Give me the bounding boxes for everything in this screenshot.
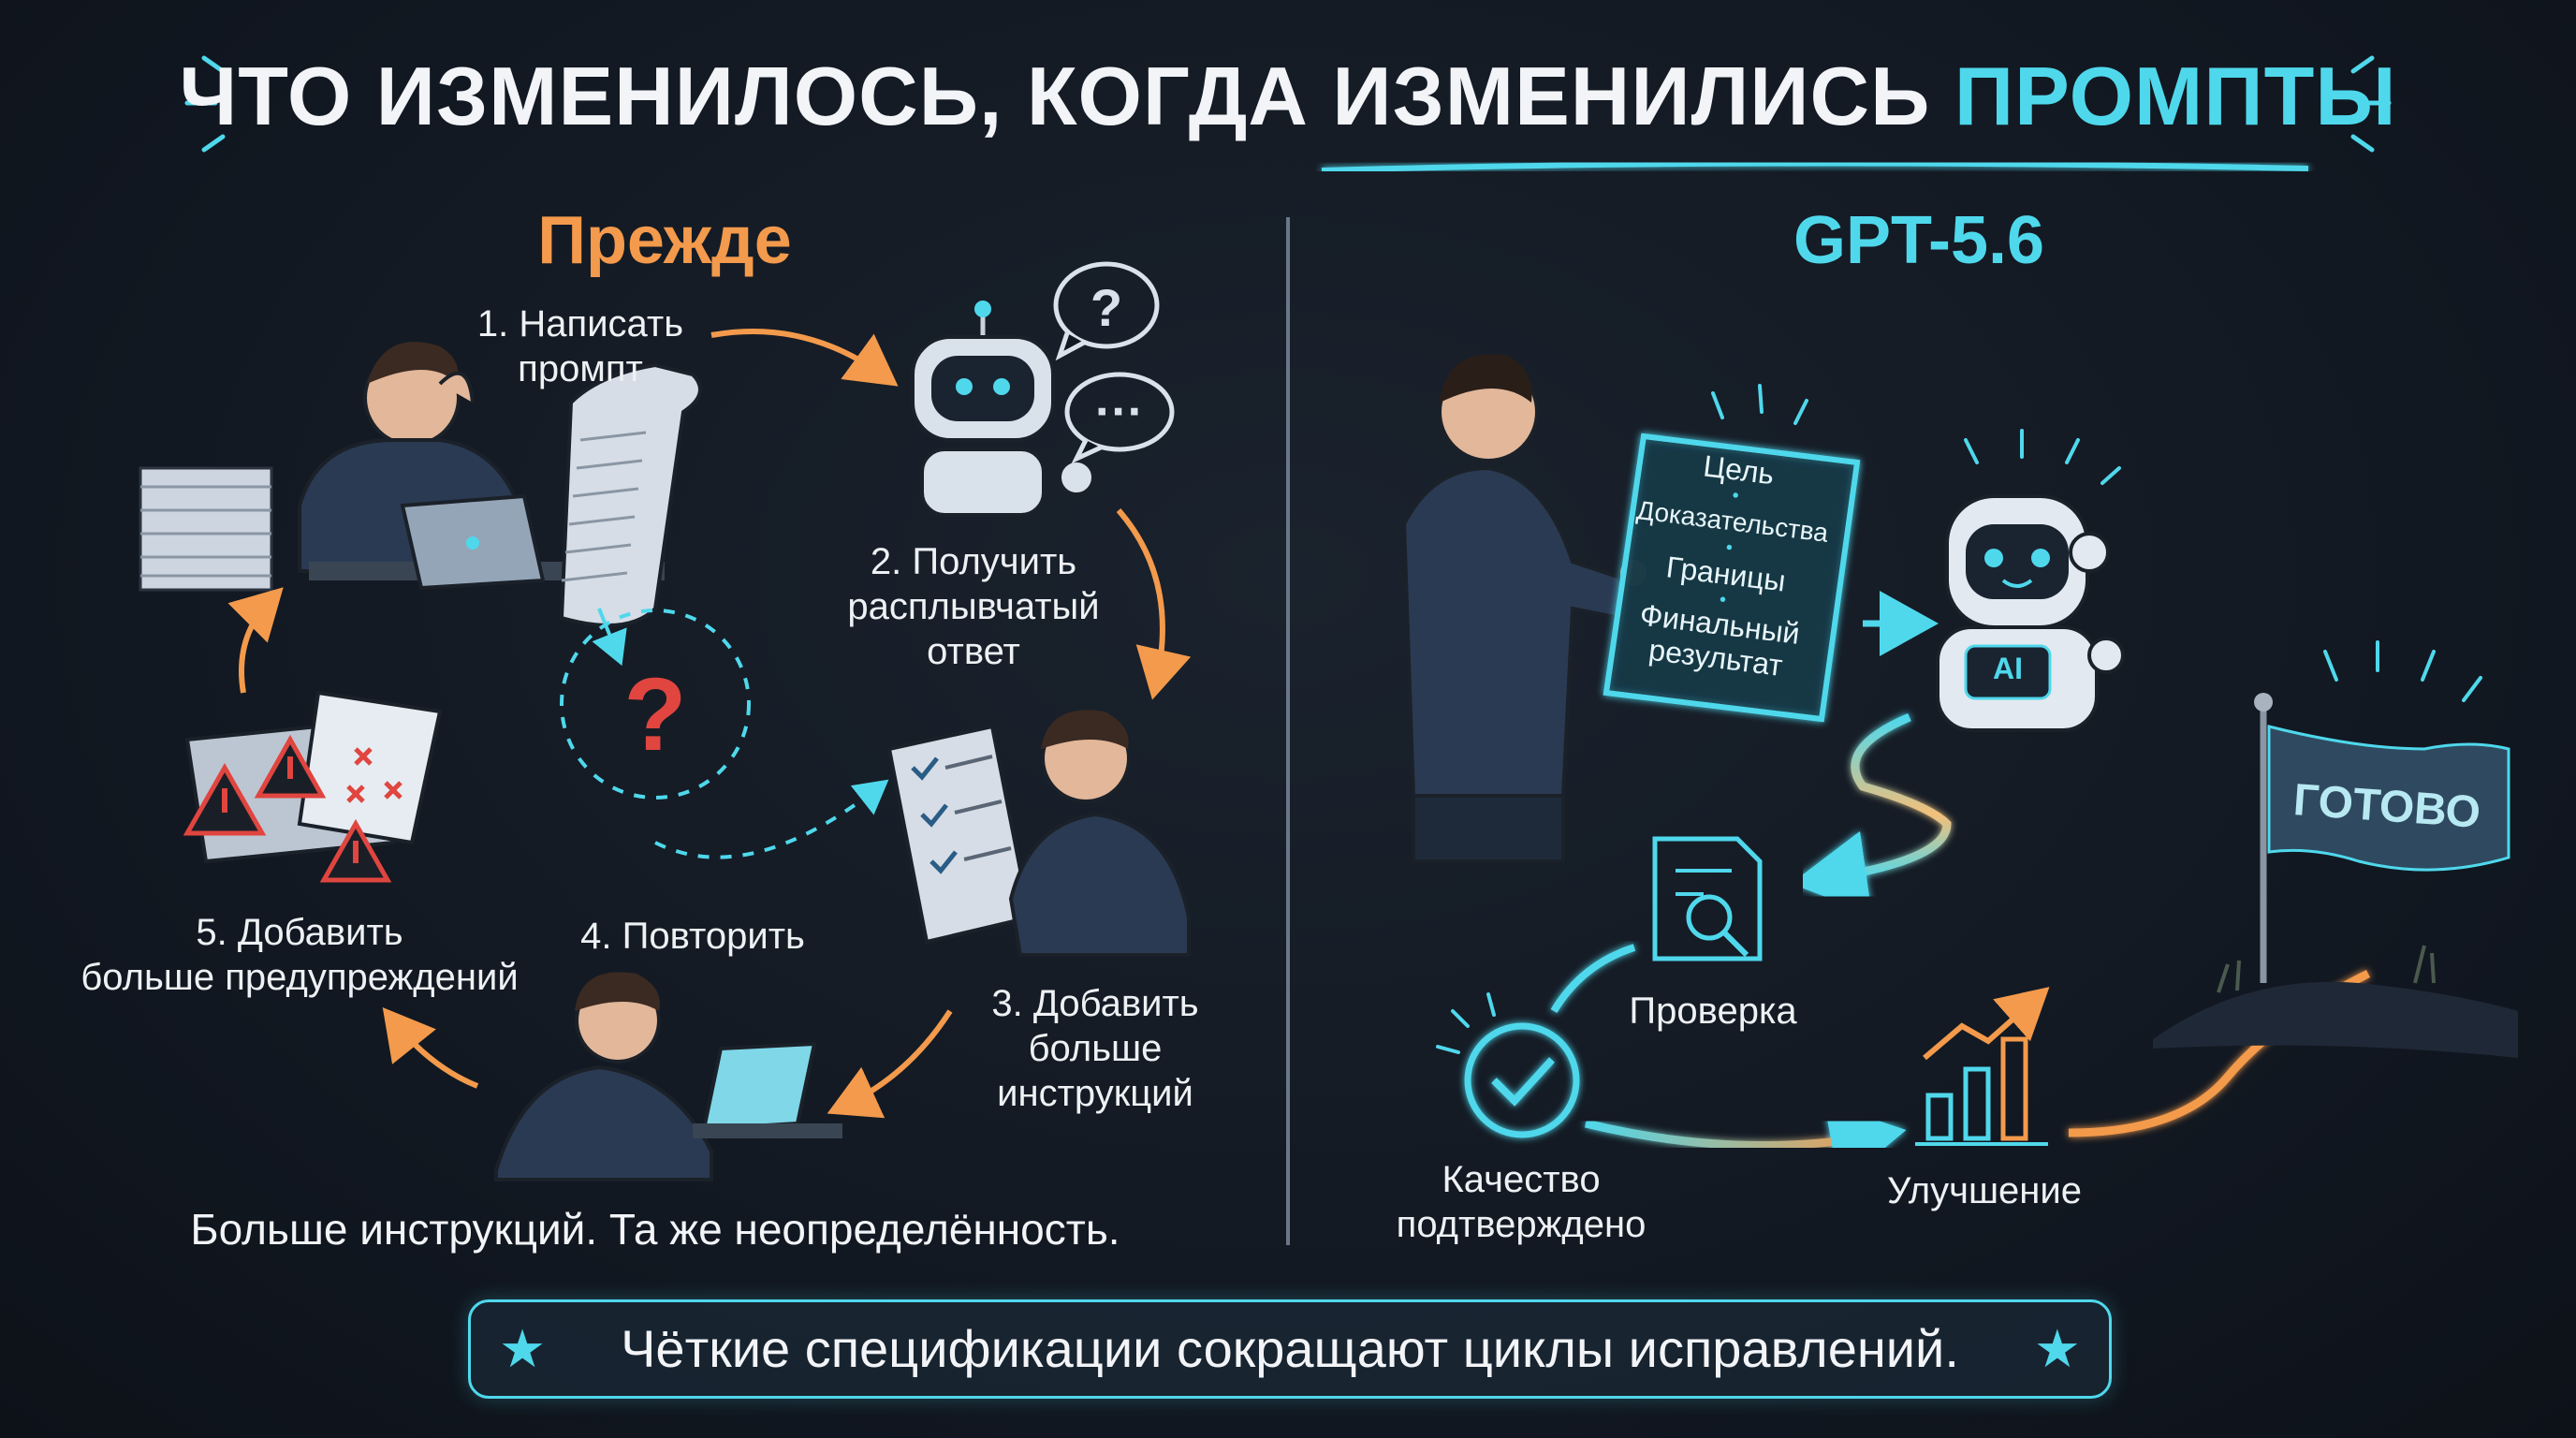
flag-sparks: [2323, 640, 2482, 702]
laptop-bottom-icon: [693, 1041, 842, 1138]
long-prompt-scroll-icon: [559, 362, 702, 627]
hill: [2153, 981, 2518, 1058]
robot-ai-badge: AI: [1993, 652, 2023, 685]
bubble-dots-text: ···: [1095, 385, 1144, 439]
right-heading: GPT-5.6: [1793, 203, 2045, 278]
robot-right-icon: [1936, 494, 2125, 732]
star-right-icon: ★: [2033, 1319, 2081, 1378]
arrow-step5-to-step1: [227, 587, 284, 694]
quality-line2: подтверждено: [1396, 1204, 1647, 1245]
bubble-question-text: ?: [1090, 278, 1123, 337]
step4-line1: 4. Повторить: [580, 916, 805, 957]
footer-banner: ★ Чёткие спецификации сокращают циклы ис…: [468, 1299, 2112, 1399]
title-sparks-right: [2350, 55, 2392, 153]
path-review-to-check: [1550, 944, 1636, 1014]
grass-icon: [2217, 945, 2436, 993]
page-title: ЧТО ИЗМЕНИЛОСЬ, КОГДА ИЗМЕНИЛИСЬ ПРОМПТЫ: [0, 49, 2576, 144]
step2-label: 2. Получить расплывчатый ответ: [805, 539, 1142, 674]
warning-triangle-icon: [183, 734, 392, 883]
step1-label: 1. Написать промпт: [412, 301, 749, 391]
confusion-question-mark: ?: [623, 657, 687, 772]
arrow-step2-to-step3: [1116, 508, 1192, 700]
spec-sparks: [1711, 384, 1808, 425]
checklist-icon: [886, 724, 1032, 945]
path-check-to-improvement: [1584, 1102, 1907, 1186]
step2-line1: 2. Получить: [870, 541, 1077, 582]
path-robot-to-review: [1791, 712, 1952, 915]
robot-left-icon: [911, 301, 1095, 517]
step3-line2: больше: [1028, 1028, 1163, 1069]
step4-label: 4. Повторить: [524, 914, 861, 959]
step3-line3: инструкций: [997, 1073, 1193, 1114]
writing-man-icon: [1008, 710, 1191, 957]
quality-check-icon: [1464, 1022, 1580, 1138]
review-label: Проверка: [1629, 990, 1797, 1032]
left-heading: Прежде: [537, 203, 792, 278]
title-accent: ПРОМПТЫ: [1954, 50, 2397, 142]
step5-line2: больше предупреждений: [80, 957, 519, 998]
spec-sheet-card: [1603, 433, 1861, 723]
arrow-step3-to-step4: [827, 1009, 953, 1119]
step1-line1: 1. Написать: [476, 303, 684, 345]
check-sparks: [1436, 992, 1496, 1054]
title-underline: [1321, 160, 2309, 173]
quality-label: Качество подтверждено: [1357, 1157, 1685, 1247]
step3-line1: 3. Добавить: [991, 983, 1199, 1024]
arrow-step1-to-step2: [710, 329, 899, 387]
left-caption: Больше инструкций. Та же неопределённост…: [190, 1205, 1120, 1254]
confusion-loop: [560, 609, 751, 800]
dashed-arrow-to-scroll: [592, 608, 627, 667]
step2-line3: ответ: [927, 631, 1020, 672]
step3-label: 3. Добавить больше инструкций: [945, 981, 1245, 1116]
flag-icon: [2267, 725, 2510, 872]
star-left-icon: ★: [499, 1319, 547, 1378]
review-document-icon: [1652, 836, 1763, 961]
improvement-chart-icon: [1915, 987, 2050, 1146]
step5-line1: 5. Добавить: [196, 912, 403, 953]
spec-sheet-text: Цель • Доказательства • Границы • Финаль…: [1612, 439, 1844, 687]
quality-line1: Качество: [1442, 1159, 1601, 1200]
tired-man-icon: [494, 972, 713, 1181]
footer-text: Чёткие спецификации сокращают циклы испр…: [621, 1319, 1959, 1378]
arrow-step4-to-step5: [382, 1006, 479, 1089]
title-main: ЧТО ИЗМЕНИЛОСЬ, КОГДА ИЗМЕНИЛИСЬ: [179, 50, 1931, 142]
step1-line2: промпт: [518, 348, 643, 389]
paper-stack-icon: [139, 466, 273, 592]
question-bubble-icon: [1053, 261, 1160, 361]
dots-bubble-icon: [1064, 372, 1175, 464]
dashed-arrow-to-checklist: [654, 779, 889, 859]
step5-label: 5. Добавить больше предупреждений: [37, 910, 562, 1000]
step2-line2: расплывчатый: [847, 586, 1100, 627]
improvement-label: Улучшение: [1887, 1170, 2082, 1211]
laptop-icon: [400, 493, 546, 591]
businessman-icon: [1401, 354, 1650, 863]
title-sparks-left: [184, 55, 226, 153]
robot-sparks: [1964, 429, 2121, 485]
